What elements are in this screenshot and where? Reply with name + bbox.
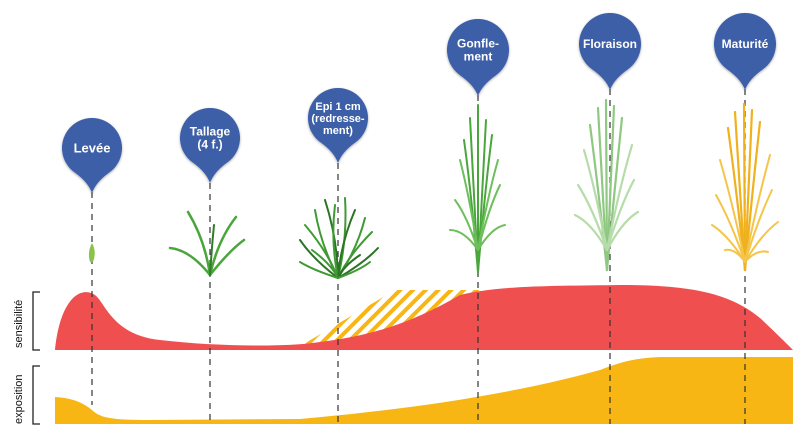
pin-label-epi-2: (redresse- [311,113,365,125]
leaf [719,159,746,263]
stem [588,123,609,272]
leaf [337,254,361,279]
pin-shape-maturite [714,13,776,90]
leaf [477,224,506,251]
leaf [605,143,634,252]
pin-label-tallage-2: (4 f.) [197,138,222,152]
pin-label-epi-1: Epi 1 cm [315,101,360,113]
exposition-axis-bracket [32,365,40,425]
leaf [605,210,640,252]
leaf [168,246,212,277]
pin-shape-epi [308,88,368,163]
plant-maturite [711,102,779,272]
leaf [715,194,746,263]
plant-gonflement [449,104,506,273]
stem [742,102,747,272]
leaf [208,215,238,277]
leaf [299,239,339,279]
leaf [459,159,479,251]
stage-pin-maturite: Maturité [714,13,776,90]
sensibilite-curve [55,285,793,350]
pin-label-gonflement-2: ment [464,50,493,64]
exposition-curve [55,357,793,424]
sensibilite-axis-bracket [32,291,40,351]
leaf [582,148,609,252]
stage-pin-floraison: Floraison [578,12,641,91]
leaf [744,250,769,263]
leaf [573,213,609,252]
stem [605,116,624,272]
pin-label-maturite-1: Maturité [722,37,769,51]
pin-shape-gonflement [446,18,509,96]
leaf [477,159,499,251]
leaf [311,249,339,279]
plant-illustrations [88,98,779,279]
pin-label-gonflement-1: Gonfle- [457,37,499,51]
stage-pin-levee: Levée [62,118,122,193]
stage-pin-tallage: Tallage(4 f.) [180,107,241,183]
sprout-leaf [88,243,95,262]
pin-shape-floraison [578,12,641,91]
exposition-axis-label: exposition [13,374,25,424]
leaf [724,248,746,263]
pin-label-floraison-1: Floraison [583,37,637,51]
leaf [744,154,771,263]
pin-label-tallage-1: Tallage [190,125,231,139]
leaf [186,210,212,277]
leaf [337,209,356,279]
leaf [337,247,379,279]
leaf [337,261,371,279]
stem [477,134,493,273]
stage-pin-epi: Epi 1 cm(redresse-ment) [308,88,368,163]
leaf [209,224,215,276]
pin-label-epi-3: ment) [323,125,353,137]
leaf [744,221,779,263]
pin-label-levee-1: Levée [74,141,111,156]
leaf [208,238,246,277]
leaf [576,183,609,252]
leaf [299,261,339,279]
sensibilite-axis-label: sensibilité [13,299,25,348]
leaf [332,204,339,279]
pin-shape-levee [62,118,122,193]
stem [463,139,479,273]
plant-floraison [573,98,640,272]
plant-tallage [168,210,246,277]
stage-pins: Levée Tallage(4 f.) Epi 1 cm(redresse-ment… [62,12,776,193]
sensibilite-hatch-zone [302,290,488,345]
plant-levee [88,243,95,262]
plant-epi [299,197,379,279]
stage-pin-gonflement: Gonfle-ment [446,18,509,96]
pin-shape-tallage [180,107,241,183]
leaf [449,229,479,251]
